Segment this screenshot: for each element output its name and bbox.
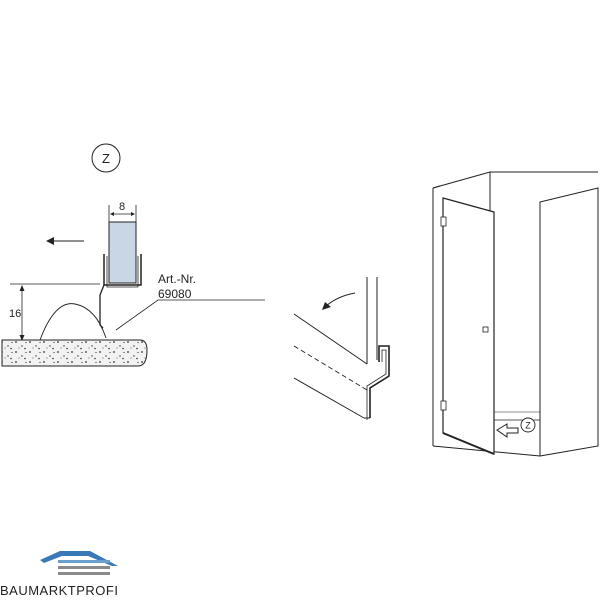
article-label: Art.-Nr. <box>158 272 196 286</box>
swing-arc <box>39 303 107 341</box>
shower-detail-marker: Z <box>520 417 536 433</box>
curved-arrow-icon <box>322 292 356 310</box>
glass-pane <box>108 221 137 284</box>
article-number: 69080 <box>158 287 192 301</box>
shower-marker-label: Z <box>525 421 531 431</box>
detail-marker-label: Z <box>102 151 110 166</box>
shower-arrow-icon <box>496 423 519 438</box>
height-dimension: 16 <box>9 283 100 341</box>
detail-marker: Z <box>91 143 121 173</box>
door-handle-icon <box>482 326 489 333</box>
bottom-hinge-icon <box>440 400 447 411</box>
stone-base <box>1 339 148 367</box>
width-dimension-label: 8 <box>119 201 125 213</box>
height-dimension-label: 16 <box>9 308 21 320</box>
roof-logo-icon <box>40 551 118 575</box>
top-hinge-icon <box>440 216 447 227</box>
shower-glass-door <box>440 197 495 455</box>
brand-name: BAUMARKTPROFI <box>0 583 119 598</box>
width-dimension: 8 <box>108 201 137 222</box>
article-callout: Art.-Nr. 69080 <box>115 272 265 331</box>
left-arrow-icon <box>46 237 84 245</box>
perspective-seal-view <box>293 277 390 420</box>
